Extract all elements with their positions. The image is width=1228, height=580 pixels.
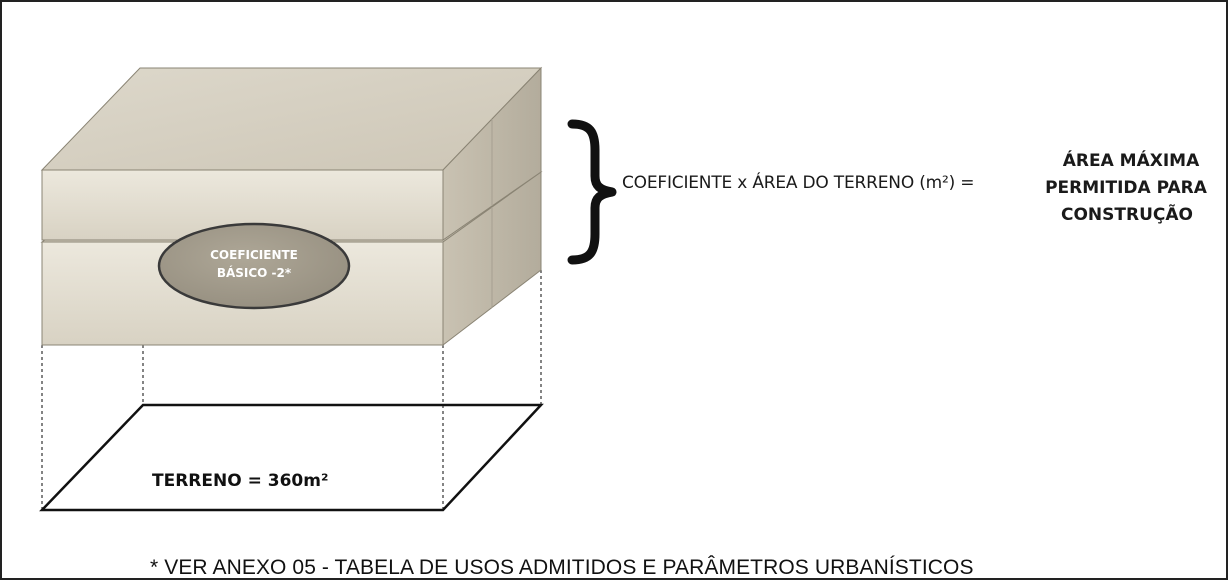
terrain-outline xyxy=(39,403,544,512)
projection-lines xyxy=(41,270,542,510)
coefficient-badge-line2: BÁSICO -2* xyxy=(217,265,292,280)
curly-brace xyxy=(567,119,617,265)
formula-text: COEFICIENTE x ÁREA DO TERRENO (m²) = xyxy=(622,173,975,193)
result-block: ÁREA MÁXIMA PERMITIDA PARA CONSTRUÇÃO xyxy=(1010,148,1228,229)
coefficient-badge-line1: COEFICIENTE xyxy=(210,248,298,262)
upper-slab xyxy=(40,66,543,241)
result-line-2: PERMITIDA PARA xyxy=(1045,178,1207,198)
footnote: * VER ANEXO 05 - TABELA DE USOS ADMITIDO… xyxy=(150,556,974,579)
result-line-1: ÁREA MÁXIMA xyxy=(1062,151,1200,171)
coefficient-badge xyxy=(157,222,351,310)
terrain-label: TERRENO = 360m² xyxy=(152,471,328,491)
result-line-3: CONSTRUÇÃO xyxy=(1061,205,1193,225)
